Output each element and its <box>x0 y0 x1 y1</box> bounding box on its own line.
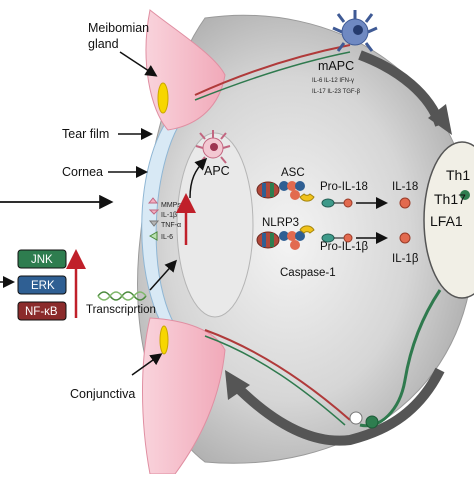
pro-il1b-molecule <box>321 233 353 243</box>
vessel-cell-2 <box>365 415 379 429</box>
pro-il18-label: Pro-IL-18 <box>320 181 368 193</box>
migration-arrow-top-head <box>428 104 452 135</box>
lens <box>176 132 254 318</box>
mapc-label: mAPC <box>318 59 354 73</box>
migration-arrow-bottom <box>231 367 445 446</box>
meibomian-label-line1: Meibomian <box>88 21 149 35</box>
pro-il1b-label: Pro-IL-1β <box>320 241 369 253</box>
mediator-icons <box>147 197 160 241</box>
erk-box <box>17 275 67 295</box>
t-cell-marker <box>460 190 470 200</box>
caspase1-label: Caspase-1 <box>280 267 336 279</box>
il1b-label: IL-1β <box>392 253 419 265</box>
il1b-molecule <box>399 232 411 244</box>
nlrp3-complex-bottom <box>256 225 315 250</box>
lfa1-label: LFA1 <box>430 213 463 229</box>
th17-label: Th17 <box>434 191 466 207</box>
jnk-label: JNK <box>31 254 53 266</box>
conjunctiva-pointer <box>131 353 163 376</box>
nlrp3-complex-top <box>256 181 315 202</box>
tear-film-label: Tear film <box>62 127 109 141</box>
il18-label: IL-18 <box>392 181 418 193</box>
apc-cell <box>195 130 231 164</box>
transcription-label: Transcriprtion <box>86 304 156 316</box>
lower-gland-shape <box>159 325 169 355</box>
apc-activation-arrow <box>189 157 208 199</box>
pro-il18-molecule <box>321 198 353 208</box>
transcription-arrow <box>149 259 177 291</box>
mapc-cytokines-row2: IL-17 IL-23 TGF-β <box>312 89 361 95</box>
mediator-il1b: IL-1β <box>161 212 177 219</box>
mediator-il6: IL-6 <box>161 234 173 241</box>
dna-helix-2 <box>97 291 147 301</box>
lymph-node <box>423 141 474 299</box>
conjunctiva-label: Conjunctiva <box>70 387 135 401</box>
meibomian-label-line2: gland <box>88 37 119 51</box>
erk-label: ERK <box>31 280 55 292</box>
mapc-cell <box>332 10 378 52</box>
mapc-cytokines-row1: IL-6 IL-12 IFN-γ <box>312 78 354 84</box>
mediator-tnfa: TNF-α <box>161 222 181 229</box>
nfkb-label: NF-κB <box>25 306 58 318</box>
meibomian-pointer <box>119 51 158 77</box>
migration-arrow-bottom-head <box>225 370 250 400</box>
lower-eyelid <box>142 317 226 475</box>
asc-label: ASC <box>281 167 305 179</box>
upper-vessels <box>194 44 351 96</box>
lower-vessels <box>204 329 351 421</box>
th1-label: Th1 <box>446 167 470 183</box>
cornea-label: Cornea <box>62 165 103 179</box>
il18-molecule <box>399 197 411 209</box>
nfkb-box <box>17 301 67 321</box>
apc-label: APC <box>204 164 230 178</box>
meibomian-gland-shape <box>157 82 169 114</box>
upper-vessels-2 <box>194 51 351 101</box>
lower-vessels-2 <box>204 335 346 426</box>
mediator-mmps: MMPs <box>161 202 181 209</box>
vessel-cell-1 <box>349 411 363 425</box>
nlrp3-label: NLRP3 <box>262 217 299 229</box>
